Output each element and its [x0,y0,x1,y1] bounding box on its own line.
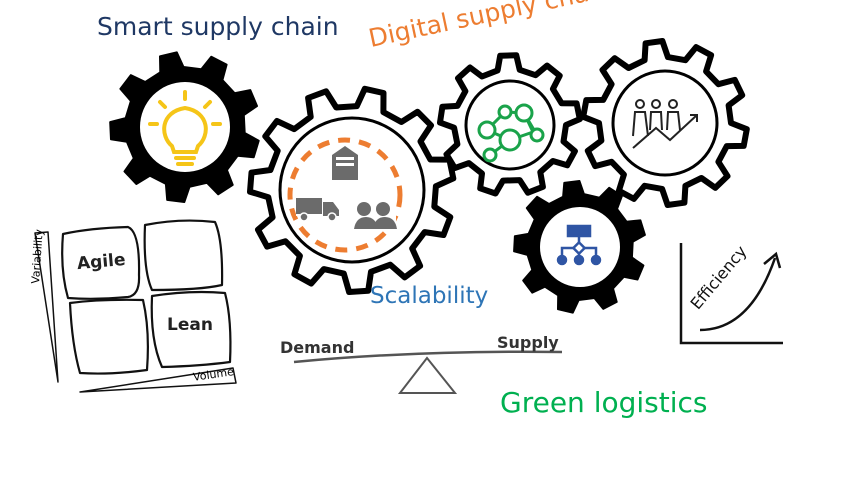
green-logistics-label: Green logistics [500,386,708,419]
gear-cycle-hub [278,116,426,264]
quadrant-lean: Lean [167,315,213,335]
efficiency-chart [679,243,783,345]
supply-label: Supply [497,333,559,352]
quadrant-agile: Agile [76,249,127,275]
agile-lean-matrix [34,219,237,393]
gears [109,38,750,314]
demand-label: Demand [280,338,355,357]
gear-people-hub [611,69,719,177]
demand-supply-balance [293,350,563,394]
lightbulb-icon [148,90,222,166]
smart-supply-chain-title: Smart supply chain [97,12,339,41]
people-growth-icon [632,99,698,149]
network-people-icon [477,103,545,163]
scalability-label: Scalability [370,283,489,309]
gear-network-hub [464,79,556,171]
hierarchy-icon [556,224,602,266]
warehouse-truck-people-cycle-icon [287,137,403,253]
